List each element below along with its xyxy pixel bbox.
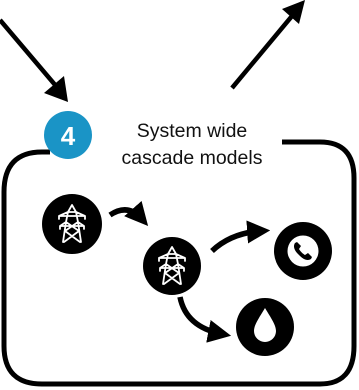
step-title-line-2: cascade models [121,147,263,169]
step-badge: 4 [44,111,92,159]
water-node [236,298,294,356]
outgoing-arrow [230,0,305,90]
container-frame [1,139,357,387]
water-drop-icon [254,308,276,342]
phone-node [274,222,332,280]
step-title: System wide cascade models [92,118,292,172]
arrow-middle-to-phone [210,220,271,254]
incoming-arrow [0,18,68,102]
source-pylon-node [42,194,102,254]
step-number: 4 [61,121,76,151]
middle-pylon-node [143,237,201,295]
arrow-middle-to-water [177,296,232,343]
telephone-icon [287,235,319,267]
step-title-line-1: System wide [136,120,248,142]
arrow-source-to-middle [108,200,149,226]
